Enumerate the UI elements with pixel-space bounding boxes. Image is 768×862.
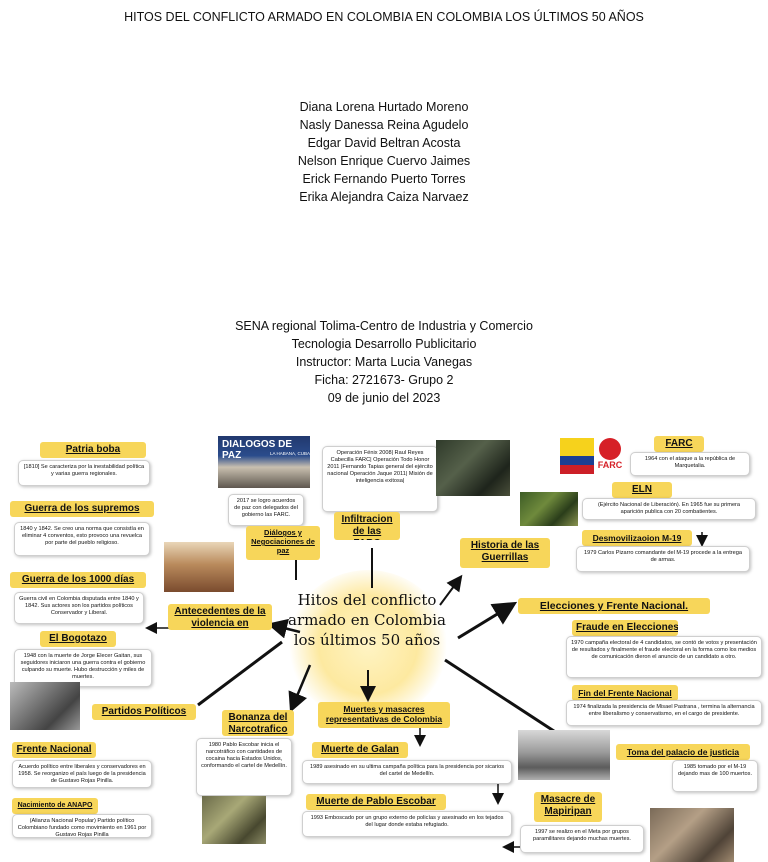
- label-bonanza: Bonanza del Narcotrafico: [222, 710, 294, 736]
- program-line: Tecnologia Desarrollo Publicitario: [291, 337, 477, 351]
- box-mapiripan: 1997 se realizo en el Meta por grupos pa…: [520, 825, 644, 853]
- label-masacre-mapiripan: Masacre de Mapiripan: [534, 792, 602, 822]
- mind-map: Hitos del conflicto armado en Colombia l…: [0, 420, 768, 862]
- photo-narcotrafico: [202, 796, 266, 844]
- arrow-to-antecedentes: [267, 618, 301, 639]
- label-muerte-escobar: Muerte de Pablo Escobar: [306, 794, 446, 810]
- label-muerte-galan: Muerte de Galan: [312, 742, 408, 758]
- box-frente-nacional: Acuerdo político entre liberales y conse…: [12, 760, 152, 788]
- box-fraude: 1970 campaña electoral de 4 candidatos, …: [566, 636, 762, 678]
- author-name: Erika Alejandra Caiza Narvaez: [299, 190, 469, 204]
- author-name: Nelson Enrique Cuervo Jaimes: [297, 154, 471, 168]
- box-dialogos: 2017 se logro acuerdos de paz con delega…: [228, 494, 304, 526]
- connector-lines: [145, 532, 708, 853]
- box-infiltracion: Operación Fénix 2008| Raul Reyes Cabecil…: [322, 446, 438, 512]
- label-muertes-masacres: Muertes y masacres representativas de Co…: [318, 702, 450, 728]
- author-name: Diana Lorena Hurtado Moreno: [299, 100, 469, 114]
- author-name: Nasly Danessa Reina Agudelo: [299, 118, 469, 132]
- farc-logo: FARC: [596, 438, 624, 474]
- box-patria-boba: [1810] Se caracteriza por la inestabilid…: [18, 460, 150, 486]
- flag-colombia: [560, 438, 594, 474]
- author-name: Erick Fernando Puerto Torres: [302, 172, 466, 186]
- photo-bogotazo: [10, 682, 80, 730]
- author-name: Edgar David Beltran Acosta: [307, 136, 461, 150]
- box-farc: 1964 con el ataque a la república de Mar…: [630, 452, 750, 476]
- box-guerra-1000-dias: Guerra civil en Colombia disputada entre…: [14, 592, 144, 624]
- label-historia-guerrillas: Historia de las Guerrillas: [460, 538, 550, 568]
- label-dialogos: Diálogos y Negociaciones de paz: [246, 526, 320, 560]
- label-toma-palacio: Toma del palacio de justicia: [616, 744, 750, 760]
- institution-line: SENA regional Tolima-Centro de Industria…: [235, 319, 533, 333]
- authors-block: Diana Lorena Hurtado Moreno Nasly Daness…: [0, 98, 768, 206]
- arrow-to-bonanza: [288, 664, 312, 713]
- label-fin-frente-nacional: Fin del Frente Nacional: [572, 685, 678, 701]
- box-fin-frente: 1974 finalizada la presidencia de Misael…: [566, 700, 762, 726]
- photo-soldiers: [436, 440, 510, 496]
- photo-eln: [520, 492, 578, 526]
- label-frente-nacional: Frente Nacional: [12, 742, 96, 758]
- box-bogotazo: 1948 con la muerte de Jorge Elecer Gaita…: [14, 649, 152, 687]
- arrow-to-partidos: [197, 640, 283, 707]
- label-partidos-politicos: Partidos Políticos: [92, 704, 196, 720]
- arrow-to-elecciones: [457, 601, 518, 640]
- ficha-line: Ficha: 2721673- Grupo 2: [314, 373, 454, 387]
- box-guerra-supremos: 1840 y 1842. Se creo una norma que consi…: [14, 522, 150, 556]
- label-guerra-supremos: Guerra de los supremos: [10, 501, 154, 517]
- arrow-to-historia: [439, 574, 463, 606]
- photo-subcaption: LA HABANA, CUBA: [270, 451, 310, 456]
- label-elecciones: Elecciones y Frente Nacional.: [518, 598, 710, 614]
- box-galan: 1989 asesinado en su ultima campaña polí…: [302, 760, 512, 784]
- painting-antecedentes: [164, 542, 234, 592]
- label-bogotazo: El Bogotazo: [40, 631, 116, 647]
- label-eln: ELN: [612, 482, 672, 498]
- box-m19: 1979 Carlos Pizarro comandante del M-19 …: [576, 546, 750, 572]
- document-title: HITOS DEL CONFLICTO ARMADO EN COLOMBIA E…: [124, 10, 644, 24]
- box-palacio: 1985 tomado por el M-19 dejando mas de 1…: [672, 760, 758, 792]
- farc-logo-text: FARC: [597, 460, 623, 470]
- label-nacimiento-anapo: Nacimiento de ANAPO: [12, 798, 98, 814]
- central-topic: Hitos del conflicto armado en Colombia l…: [288, 591, 446, 649]
- label-infiltracion: Infiltracion de las FARC: [334, 512, 400, 540]
- label-desmovilizacion-m19: Desmovilizaoion M-19: [582, 530, 692, 546]
- instructor-line: Instructor: Marta Lucia Vanegas: [295, 355, 473, 369]
- photo-dialogos-de-paz: DIALOGOS DE PAZ LA HABANA, CUBA: [218, 436, 310, 488]
- photo-caption: DIALOGOS DE PAZ: [222, 439, 293, 461]
- box-eln: (Ejército Nacional de Liberación). En 19…: [582, 498, 756, 520]
- date-line: 09 de junio del 2023: [327, 391, 441, 405]
- box-nacimiento-anapo: (Alianza Nacional Popular) Partido polít…: [12, 814, 152, 838]
- label-farc: FARC: [654, 436, 704, 452]
- photo-palacio: [518, 730, 610, 780]
- label-antecedentes: Antecedentes de la violencia en Colombia: [168, 604, 272, 630]
- label-guerra-1000-dias: Guerra de los 1000 días: [10, 572, 146, 588]
- label-fraude-elecciones: Fraude en Elecciones: [572, 620, 678, 636]
- box-bonanza: 1980 Pablo Escobar inicia el narcotráfic…: [196, 738, 292, 796]
- photo-mapiripan: [650, 808, 734, 862]
- box-escobar: 1993 Emboscado por un grupo externo de p…: [302, 811, 512, 837]
- label-patria-boba: Patria boba: [40, 442, 146, 458]
- arrow-to-palacio: [444, 658, 561, 737]
- institution-block: SENA regional Tolima-Centro de Industria…: [0, 317, 768, 407]
